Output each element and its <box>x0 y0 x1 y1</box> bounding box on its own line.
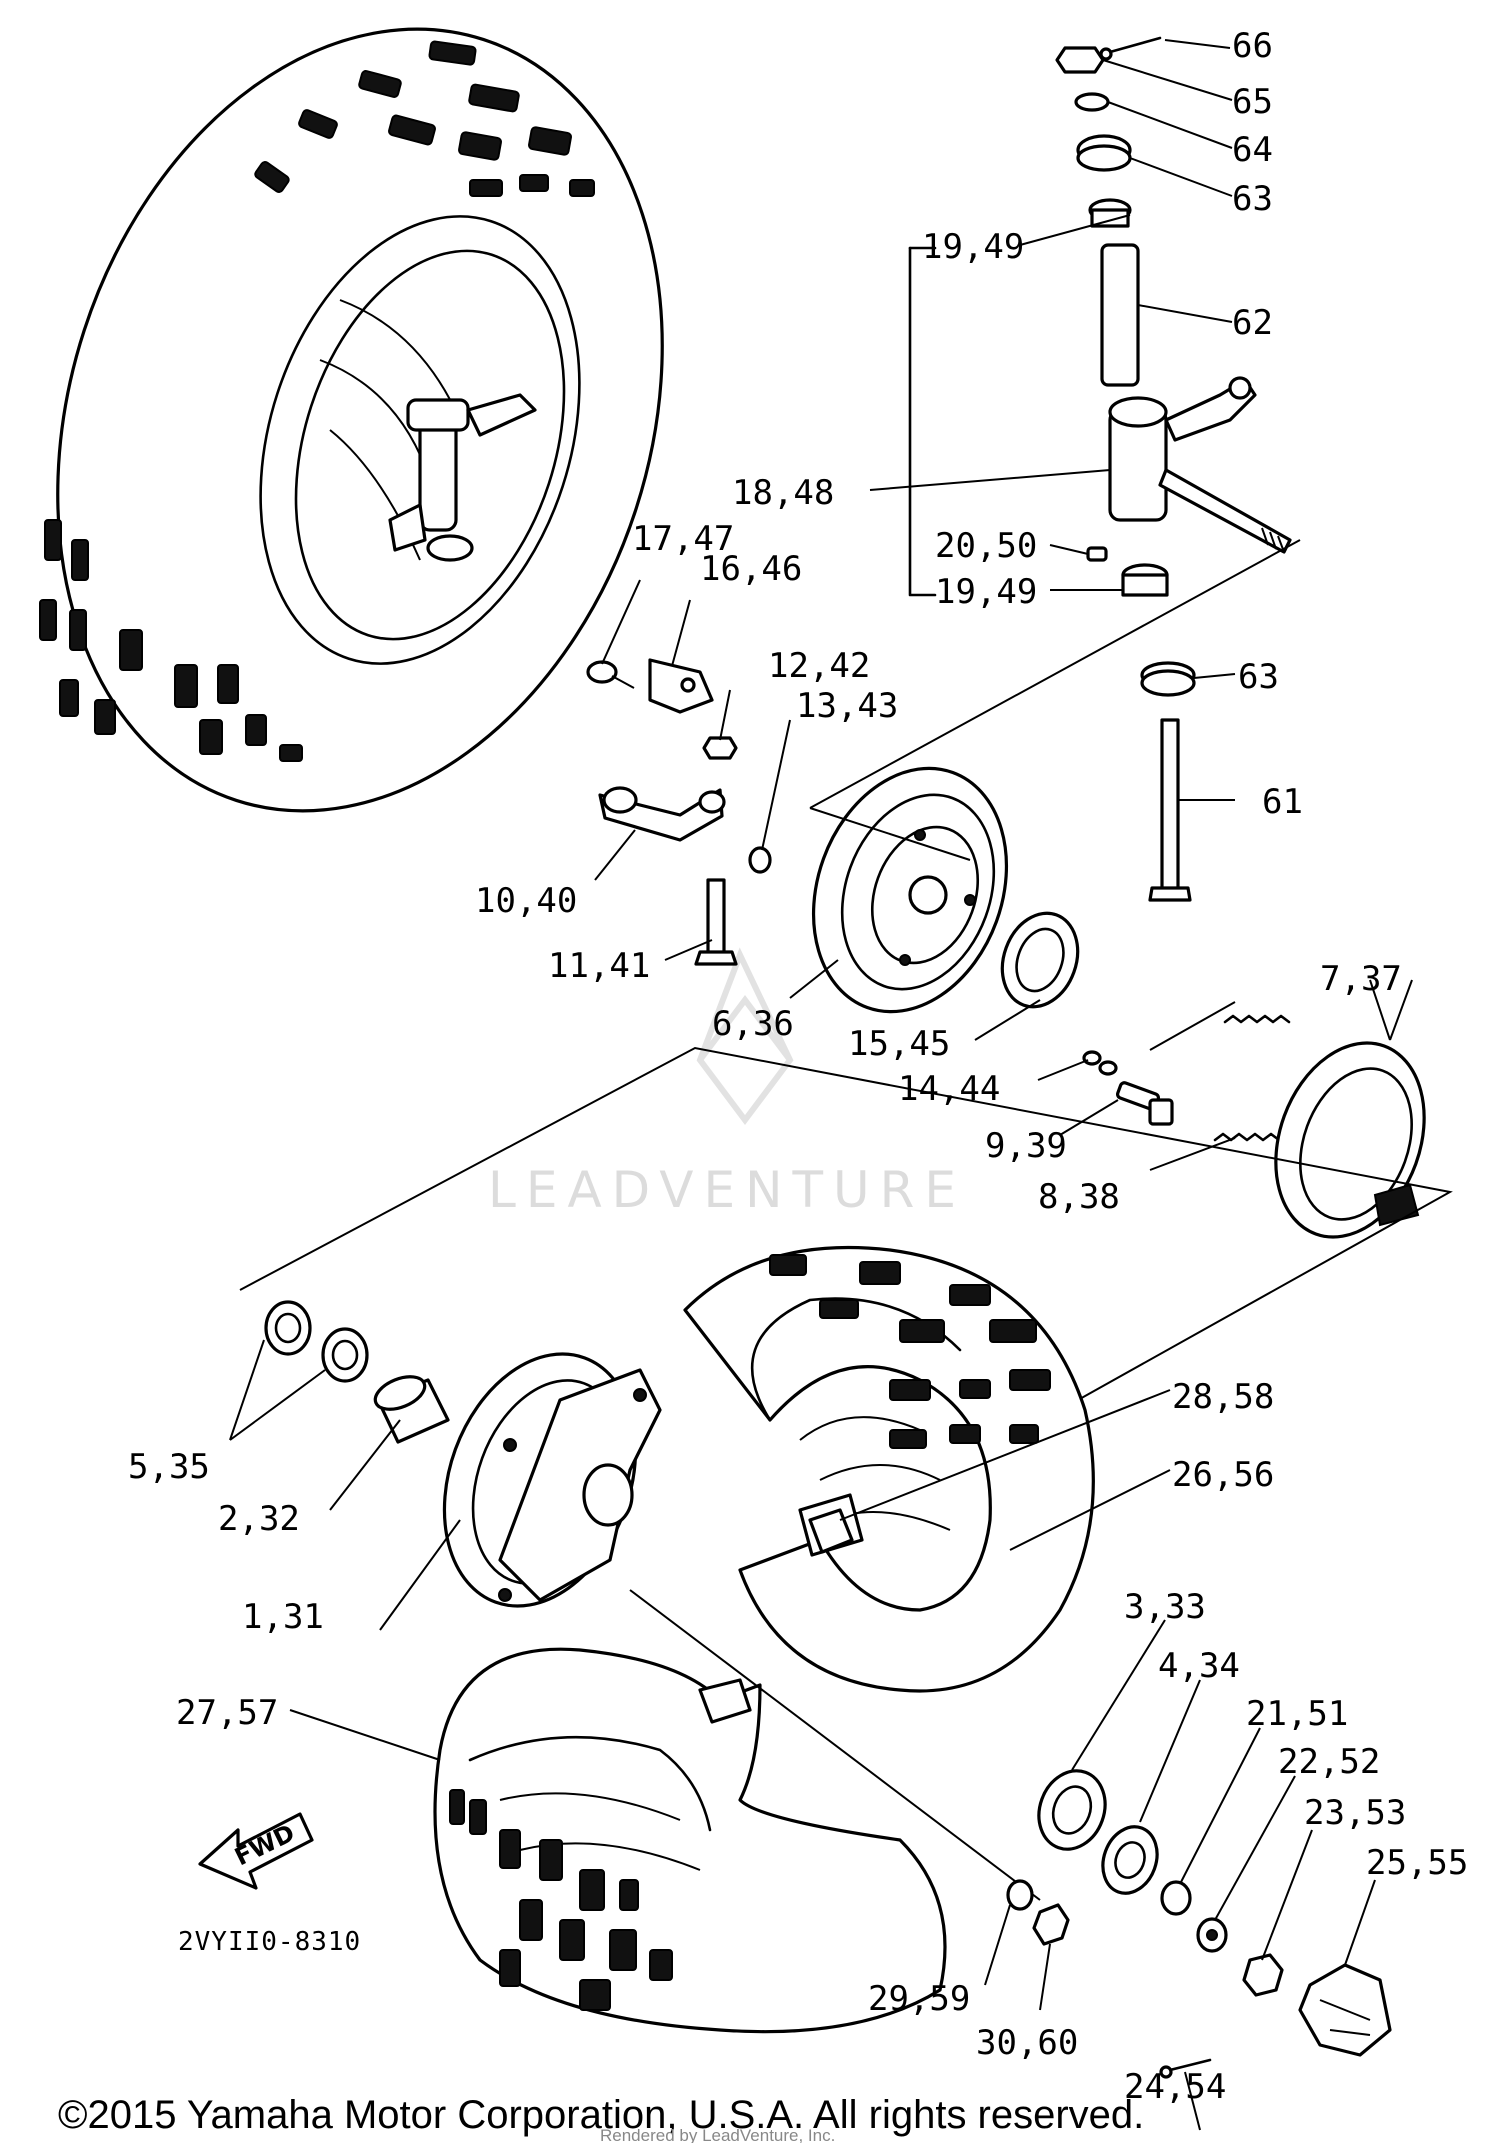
callout-22-52: 22,52 <box>1278 1742 1380 1782</box>
callout-labels: 66 65 64 63 19,49 62 18,48 20,50 19,49 1… <box>128 26 1468 2107</box>
watermark-text: LEADVENTURE <box>488 1161 966 1219</box>
callout-4-34: 4,34 <box>1158 1646 1240 1686</box>
steering-knuckle-assembly <box>809 36 1301 902</box>
callout-1-31: 1,31 <box>242 1597 324 1637</box>
callout-7-37: 7,37 <box>1320 959 1402 999</box>
copyright-notice: ©2015 Yamaha Motor Corporation, U.S.A. A… <box>58 2093 1144 2137</box>
callout-14-44: 14,44 <box>898 1069 1000 1109</box>
callout-12-42: 12,42 <box>768 646 870 686</box>
callout-15-45: 15,45 <box>848 1024 950 1064</box>
render-credit: Rendered by LeadVenture, Inc. <box>600 2126 835 2143</box>
callout-25-55: 25,55 <box>1366 1843 1468 1883</box>
callout-63-lower: 63 <box>1238 657 1279 697</box>
callout-18-48: 18,48 <box>732 473 834 513</box>
callout-28-58: 28,58 <box>1172 1377 1274 1417</box>
callout-9-39: 9,39 <box>985 1126 1067 1166</box>
callout-65: 65 <box>1232 82 1273 122</box>
diagram-reference-code: 2VYII0-8310 <box>178 1927 361 1957</box>
callout-leader-lines <box>229 39 1413 2131</box>
leadventure-watermark: LEADVENTURE <box>488 947 966 1219</box>
callout-2-32: 2,32 <box>218 1499 300 1539</box>
callout-23-53: 23,53 <box>1304 1793 1406 1833</box>
callout-13-43: 13,43 <box>796 686 898 726</box>
callout-66: 66 <box>1232 26 1273 66</box>
callout-63-upper: 63 <box>1232 179 1273 219</box>
callout-26-56: 26,56 <box>1172 1455 1274 1495</box>
exploded-wheel-rim-group <box>264 1245 1392 2079</box>
callout-24-54: 24,54 <box>1124 2067 1226 2107</box>
callout-27-57: 27,57 <box>176 1693 278 1733</box>
assembled-wheel-illustration <box>39 27 664 813</box>
callout-29-59: 29,59 <box>868 1979 970 2019</box>
brake-hub-group <box>239 658 1453 1439</box>
callout-5-35: 5,35 <box>128 1447 210 1487</box>
callout-8-38: 8,38 <box>1038 1177 1120 1217</box>
callout-61: 61 <box>1262 782 1303 822</box>
callout-64: 64 <box>1232 130 1273 170</box>
callout-19-49-upper: 19,49 <box>922 227 1024 267</box>
callout-6-36: 6,36 <box>712 1004 794 1044</box>
callout-11-41: 11,41 <box>548 946 650 986</box>
callout-20-50: 20,50 <box>935 526 1037 566</box>
callout-17-47: 17,47 <box>632 519 734 559</box>
callout-19-49-lower: 19,49 <box>935 572 1037 612</box>
callout-3-33: 3,33 <box>1124 1587 1206 1627</box>
callout-30-60: 30,60 <box>976 2023 1078 2063</box>
callout-62: 62 <box>1232 303 1273 343</box>
callout-21-51: 21,51 <box>1246 1694 1348 1734</box>
callout-10-40: 10,40 <box>475 881 577 921</box>
fwd-direction-arrow: FWD <box>198 1812 314 1890</box>
callout-16-46: 16,46 <box>700 549 802 589</box>
